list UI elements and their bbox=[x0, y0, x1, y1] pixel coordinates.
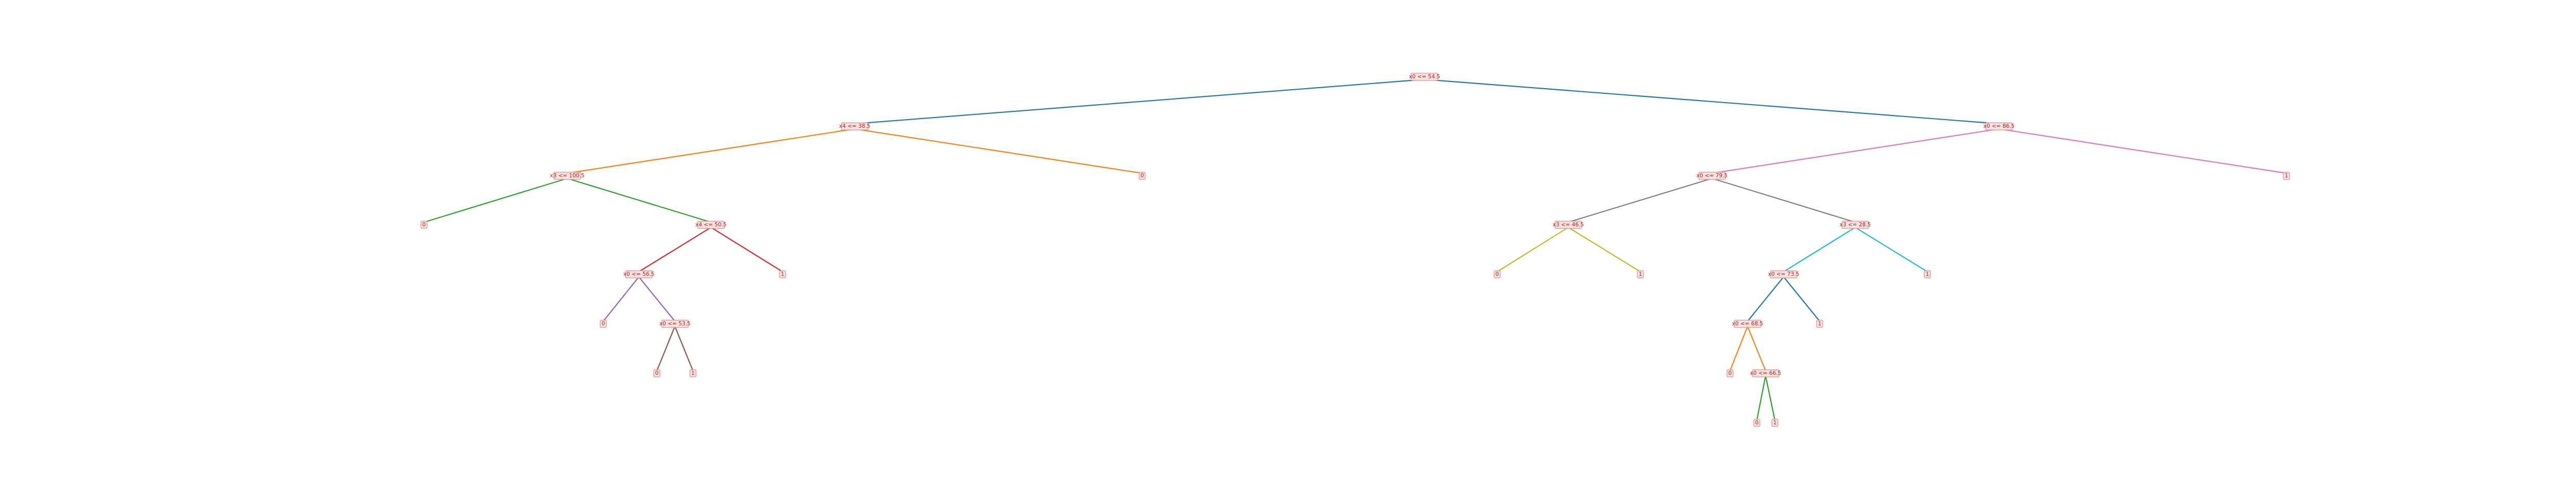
tree-leaf[interactable]: 0 bbox=[1494, 270, 1501, 278]
leaf-label: 0 bbox=[1141, 173, 1144, 179]
tree-leaf[interactable]: 0 bbox=[600, 320, 607, 328]
node-label: x0 <= 86.5 bbox=[1984, 123, 2015, 129]
tree-edge bbox=[567, 177, 711, 223]
leaf-label: 1 bbox=[1639, 271, 1642, 277]
tree-node[interactable]: x0 <= 53.5 bbox=[659, 320, 691, 328]
tree-leaf[interactable]: 0 bbox=[1753, 419, 1760, 427]
tree-edge bbox=[1497, 227, 1569, 272]
node-label: x3 <= 100.5 bbox=[550, 173, 584, 179]
tree-edge bbox=[1711, 177, 1856, 223]
tree-node[interactable]: x0 <= 68.5 bbox=[1732, 320, 1764, 328]
node-label: x0 <= 53.5 bbox=[659, 321, 691, 327]
tree-edge bbox=[1747, 276, 1784, 322]
node-label: x0 <= 79.5 bbox=[1697, 173, 1728, 179]
leaf-label: 1 bbox=[1773, 420, 1777, 426]
node-label: x3 <= 28.5 bbox=[1840, 222, 1871, 228]
tree-node[interactable]: x0 <= 79.5 bbox=[1697, 172, 1728, 180]
tree-node[interactable]: x0 <= 56.5 bbox=[623, 270, 655, 278]
tree-edges bbox=[423, 78, 2287, 421]
tree-leaf[interactable]: 1 bbox=[1771, 419, 1778, 427]
node-label: x0 <= 54.5 bbox=[1409, 74, 1440, 80]
tree-node[interactable]: x3 <= 100.5 bbox=[550, 172, 585, 180]
tree-edge bbox=[656, 326, 676, 371]
tree-leaf[interactable]: 0 bbox=[653, 369, 660, 377]
tree-node[interactable]: x4 <= 50.5 bbox=[696, 221, 727, 229]
tree-leaf[interactable]: 1 bbox=[689, 369, 697, 377]
tree-edge bbox=[638, 227, 711, 272]
leaf-label: 1 bbox=[1818, 321, 1822, 327]
tree-edge bbox=[1568, 227, 1641, 272]
tree-leaf[interactable]: 1 bbox=[1816, 320, 1823, 328]
node-label: x0 <= 56.5 bbox=[623, 271, 655, 277]
leaf-label: 0 bbox=[422, 222, 426, 228]
node-label: x4 <= 50.5 bbox=[696, 222, 727, 228]
tree-edge bbox=[638, 276, 675, 322]
tree-leaf[interactable]: 1 bbox=[1924, 270, 1931, 278]
tree-node[interactable]: x0 <= 54.5 bbox=[1409, 73, 1440, 81]
leaf-label: 1 bbox=[691, 370, 695, 376]
tree-edge bbox=[1765, 375, 1776, 421]
tree-edge bbox=[1756, 375, 1767, 421]
tree-leaf[interactable]: 1 bbox=[1637, 270, 1644, 278]
tree-nodes: x0 <= 54.5 x4 <= 38.5 x3 <= 100.5 0 x4 <… bbox=[420, 73, 2290, 427]
leaf-label: 0 bbox=[1496, 271, 1499, 277]
node-label: x0 <= 66.5 bbox=[1750, 370, 1782, 376]
tree-edge bbox=[603, 276, 639, 322]
tree-edge bbox=[1855, 227, 1928, 272]
tree-leaf[interactable]: 0 bbox=[420, 221, 428, 229]
tree-node[interactable]: x4 <= 38.5 bbox=[839, 122, 871, 130]
tree-edge bbox=[854, 78, 1425, 125]
tree-edge bbox=[1783, 276, 1820, 322]
node-label: x0 <= 68.5 bbox=[1732, 321, 1764, 327]
leaf-label: 0 bbox=[1755, 420, 1759, 426]
tree-node[interactable]: x0 <= 66.5 bbox=[1750, 369, 1782, 377]
tree-edge bbox=[710, 227, 783, 272]
tree-edge bbox=[1711, 128, 1999, 174]
leaf-label: 0 bbox=[1728, 370, 1732, 376]
tree-edge bbox=[1424, 78, 1999, 125]
tree-edge bbox=[1729, 326, 1749, 371]
tree-edge bbox=[1783, 227, 1856, 272]
leaf-label: 1 bbox=[1926, 271, 1929, 277]
tree-edge bbox=[674, 326, 694, 371]
leaf-label: 1 bbox=[781, 271, 785, 277]
tree-edge bbox=[1998, 128, 2287, 174]
tree-leaf[interactable]: 0 bbox=[1726, 369, 1734, 377]
node-label: x3 <= 46.5 bbox=[1553, 222, 1584, 228]
tree-leaf[interactable]: 1 bbox=[779, 270, 786, 278]
tree-edge bbox=[567, 128, 855, 174]
tree-leaf[interactable]: 1 bbox=[2283, 172, 2290, 180]
leaf-label: 0 bbox=[602, 321, 605, 327]
tree-edge bbox=[423, 177, 568, 223]
tree-edge bbox=[1747, 326, 1767, 371]
tree-node[interactable]: x0 <= 86.5 bbox=[1984, 122, 2015, 130]
tree-edge bbox=[1568, 177, 1713, 223]
tree-node[interactable]: x3 <= 28.5 bbox=[1840, 221, 1871, 229]
leaf-label: 0 bbox=[655, 370, 659, 376]
tree-leaf[interactable]: 0 bbox=[1139, 172, 1146, 180]
leaf-label: 1 bbox=[2285, 173, 2289, 179]
tree-edge bbox=[854, 128, 1143, 174]
node-label: x4 <= 38.5 bbox=[839, 123, 871, 129]
node-label: x0 <= 73.5 bbox=[1768, 271, 1800, 277]
tree-node[interactable]: x0 <= 73.5 bbox=[1768, 270, 1800, 278]
tree-node[interactable]: x3 <= 46.5 bbox=[1553, 221, 1584, 229]
